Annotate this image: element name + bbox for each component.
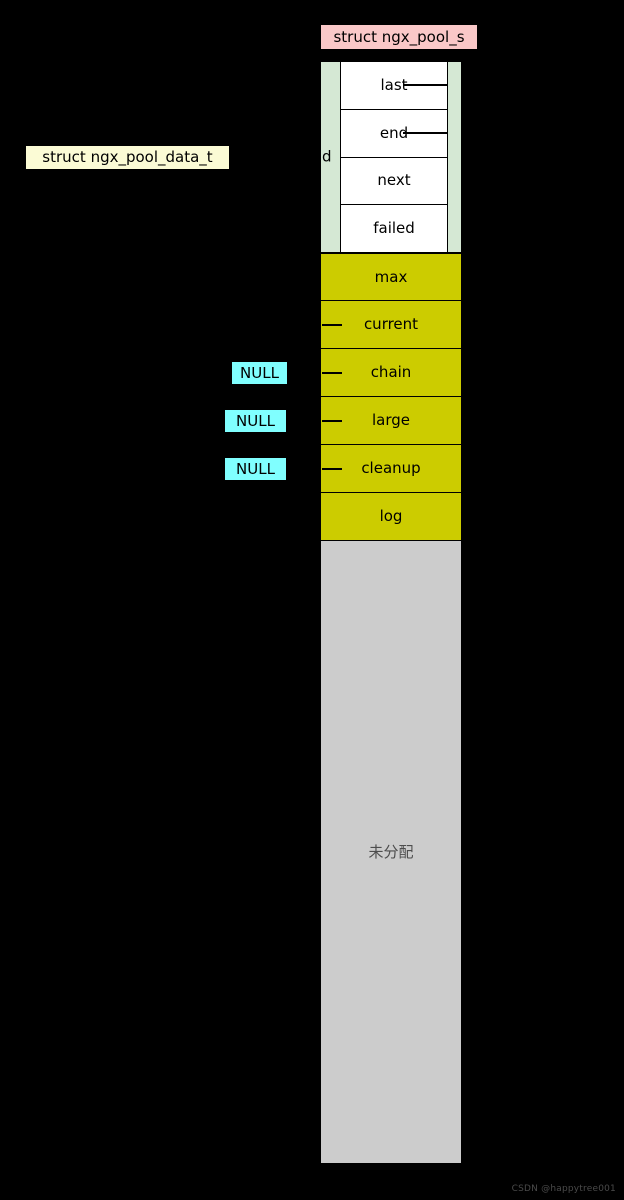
field-row-max: max	[320, 253, 462, 301]
field-label-chain: chain	[370, 363, 412, 381]
tick-mark-chain	[322, 371, 342, 374]
data-member-label: d	[322, 147, 332, 166]
struct-ngx-pool-s-title: struct ngx_pool_s	[320, 24, 478, 50]
unallocated-label: 未分配	[368, 842, 414, 861]
pointer-line-end	[403, 132, 465, 135]
field-row-next: next	[341, 157, 447, 206]
field-label-max: max	[374, 267, 408, 286]
struct-ngx-pool-data-t-label: struct ngx_pool_data_t	[25, 145, 230, 170]
null-chip-chain: NULL	[231, 361, 288, 385]
field-row-current: current	[320, 301, 462, 349]
tick-mark-large	[322, 419, 342, 422]
struct-layout-column: d last end next failed	[320, 61, 465, 1164]
field-row-chain: chain	[320, 349, 462, 397]
pointer-line-last	[403, 84, 465, 87]
null-chip-cleanup: NULL	[224, 457, 287, 481]
tick-mark-cleanup	[322, 467, 342, 470]
field-label-end: end	[379, 123, 409, 142]
field-label-current: current	[363, 315, 419, 333]
field-row-failed: failed	[341, 205, 447, 252]
field-row-log: log	[320, 493, 462, 541]
tick-mark-current	[322, 323, 342, 326]
pool-data-fields: last end next failed	[340, 61, 465, 253]
field-row-large: large	[320, 397, 462, 445]
field-label-large: large	[371, 411, 410, 429]
watermark-text: CSDN @happytree001	[511, 1184, 616, 1194]
field-label-log: log	[379, 507, 403, 525]
field-label-last: last	[380, 75, 408, 94]
data-member-strip-right	[448, 61, 462, 253]
field-row-end: end	[341, 109, 465, 158]
field-label-next: next	[377, 171, 411, 190]
null-chip-large: NULL	[224, 409, 287, 433]
field-label-cleanup: cleanup	[361, 459, 421, 477]
pool-data-block: d last end next failed	[320, 61, 465, 253]
field-label-failed: failed	[373, 219, 415, 238]
unallocated-region: 未分配	[320, 541, 462, 1164]
data-member-strip-left: d	[320, 61, 340, 253]
field-row-cleanup: cleanup	[320, 445, 462, 493]
field-row-last: last	[341, 62, 465, 110]
